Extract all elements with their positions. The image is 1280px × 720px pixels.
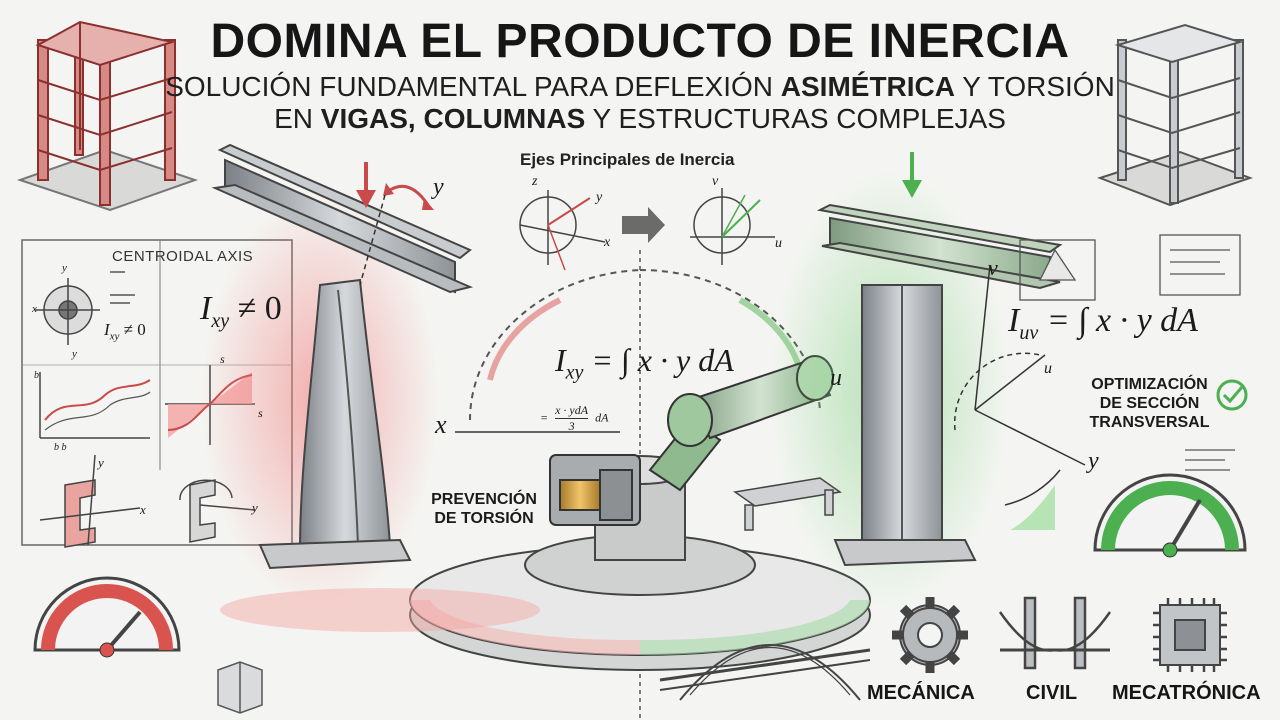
bench-bridge-icon bbox=[733, 477, 842, 531]
torsion-prevention-callout: PREVENCIÓN DE TORSIÓN bbox=[431, 491, 537, 527]
shear-axis-s-right: s bbox=[258, 406, 263, 420]
curve-axis-bb: b b bbox=[54, 442, 67, 453]
axis-label-x: x bbox=[604, 235, 611, 250]
gauge-green-icon bbox=[1093, 473, 1247, 558]
transform-arrow-icon bbox=[622, 207, 665, 243]
industry-label-mecanica: MECÁNICA bbox=[867, 682, 975, 704]
formula-fraction: = x · ydA 3 dA bbox=[540, 403, 609, 433]
axis-label-z: z bbox=[532, 174, 538, 189]
right-beam-column bbox=[816, 203, 1063, 567]
industry-label-civil: CIVIL bbox=[1026, 682, 1078, 704]
axis-label-v: v bbox=[712, 174, 719, 189]
stress-curve-sketch bbox=[39, 372, 151, 439]
channel-section-sketch bbox=[39, 454, 256, 548]
industry-label-mecatronica: MECATRÓNICA bbox=[1112, 682, 1261, 704]
ixy-neq-zero-large: Ixy ≠ 0 bbox=[200, 290, 282, 332]
load-arrow-red-icon bbox=[356, 162, 434, 286]
left-axis-y-top: y bbox=[62, 262, 67, 274]
arch-bridge-icon bbox=[659, 644, 871, 701]
building-frame-grey-icon bbox=[1097, 23, 1253, 207]
subtitle-line-1: SOLUCIÓN FUNDAMENTAL PARA DEFLEXIÓN ASIM… bbox=[165, 71, 1115, 102]
channel-axis-y: y bbox=[98, 455, 104, 470]
load-arrow-green-icon bbox=[902, 152, 922, 198]
bracket-axis-y: y bbox=[252, 500, 258, 515]
axis-label-u-large: u bbox=[830, 365, 842, 391]
channel-axis-x: x bbox=[140, 502, 146, 517]
left-axis-x: x bbox=[32, 303, 37, 315]
axes-after-diagram bbox=[690, 188, 775, 265]
building-frame-red-icon bbox=[16, 20, 199, 212]
axis-label-x-large: x bbox=[435, 410, 447, 439]
gear-sketch-icon bbox=[35, 278, 100, 345]
page-title: DOMINA EL PRODUCTO DE INERCIA bbox=[210, 15, 1070, 68]
ixy-neq-zero-small: Ixy ≠ 0 bbox=[104, 320, 146, 343]
curve-axis-b: b bbox=[34, 370, 39, 381]
turntable-base bbox=[409, 455, 871, 671]
principal-axes-label: Ejes Principales de Inercia bbox=[520, 150, 735, 169]
shear-axis-s-top: s bbox=[220, 352, 225, 366]
green-area-sketch bbox=[1010, 485, 1055, 530]
formula-ixy: Ixy = ∫ x · y dA bbox=[555, 342, 734, 384]
left-beam-column bbox=[211, 143, 474, 570]
axis-label-y: y bbox=[596, 190, 603, 205]
axis-label-u: u bbox=[775, 236, 782, 251]
right-axis-u: u bbox=[1044, 360, 1052, 377]
centroidal-axis-label: CENTROIDAL AXIS bbox=[112, 248, 254, 265]
axes-before-diagram bbox=[519, 190, 606, 271]
subtitle-line-2: EN VIGAS, COLUMNAS Y ESTRUCTURAS COMPLEJ… bbox=[274, 103, 1006, 134]
right-axis-y: y bbox=[1088, 448, 1099, 474]
left-beam-axis-y: y bbox=[433, 174, 444, 200]
gear-icon bbox=[892, 597, 968, 673]
formula-iuv: Iuv = ∫ x · y dA bbox=[1008, 302, 1198, 344]
small-building-icon bbox=[217, 661, 263, 714]
right-axes-sketch bbox=[953, 264, 1086, 506]
left-axis-y-bottom: y bbox=[72, 348, 77, 360]
right-axis-v: v bbox=[988, 255, 998, 280]
chip-icon bbox=[1153, 598, 1227, 672]
gauge-red-icon bbox=[33, 576, 181, 658]
bridge-icon bbox=[998, 596, 1112, 670]
right-mini-sketches bbox=[1019, 234, 1241, 471]
check-circle-icon bbox=[1216, 379, 1248, 411]
optimization-callout: OPTIMIZACIÓN DE SECCIÓN TRANSVERSAL bbox=[1089, 376, 1210, 431]
